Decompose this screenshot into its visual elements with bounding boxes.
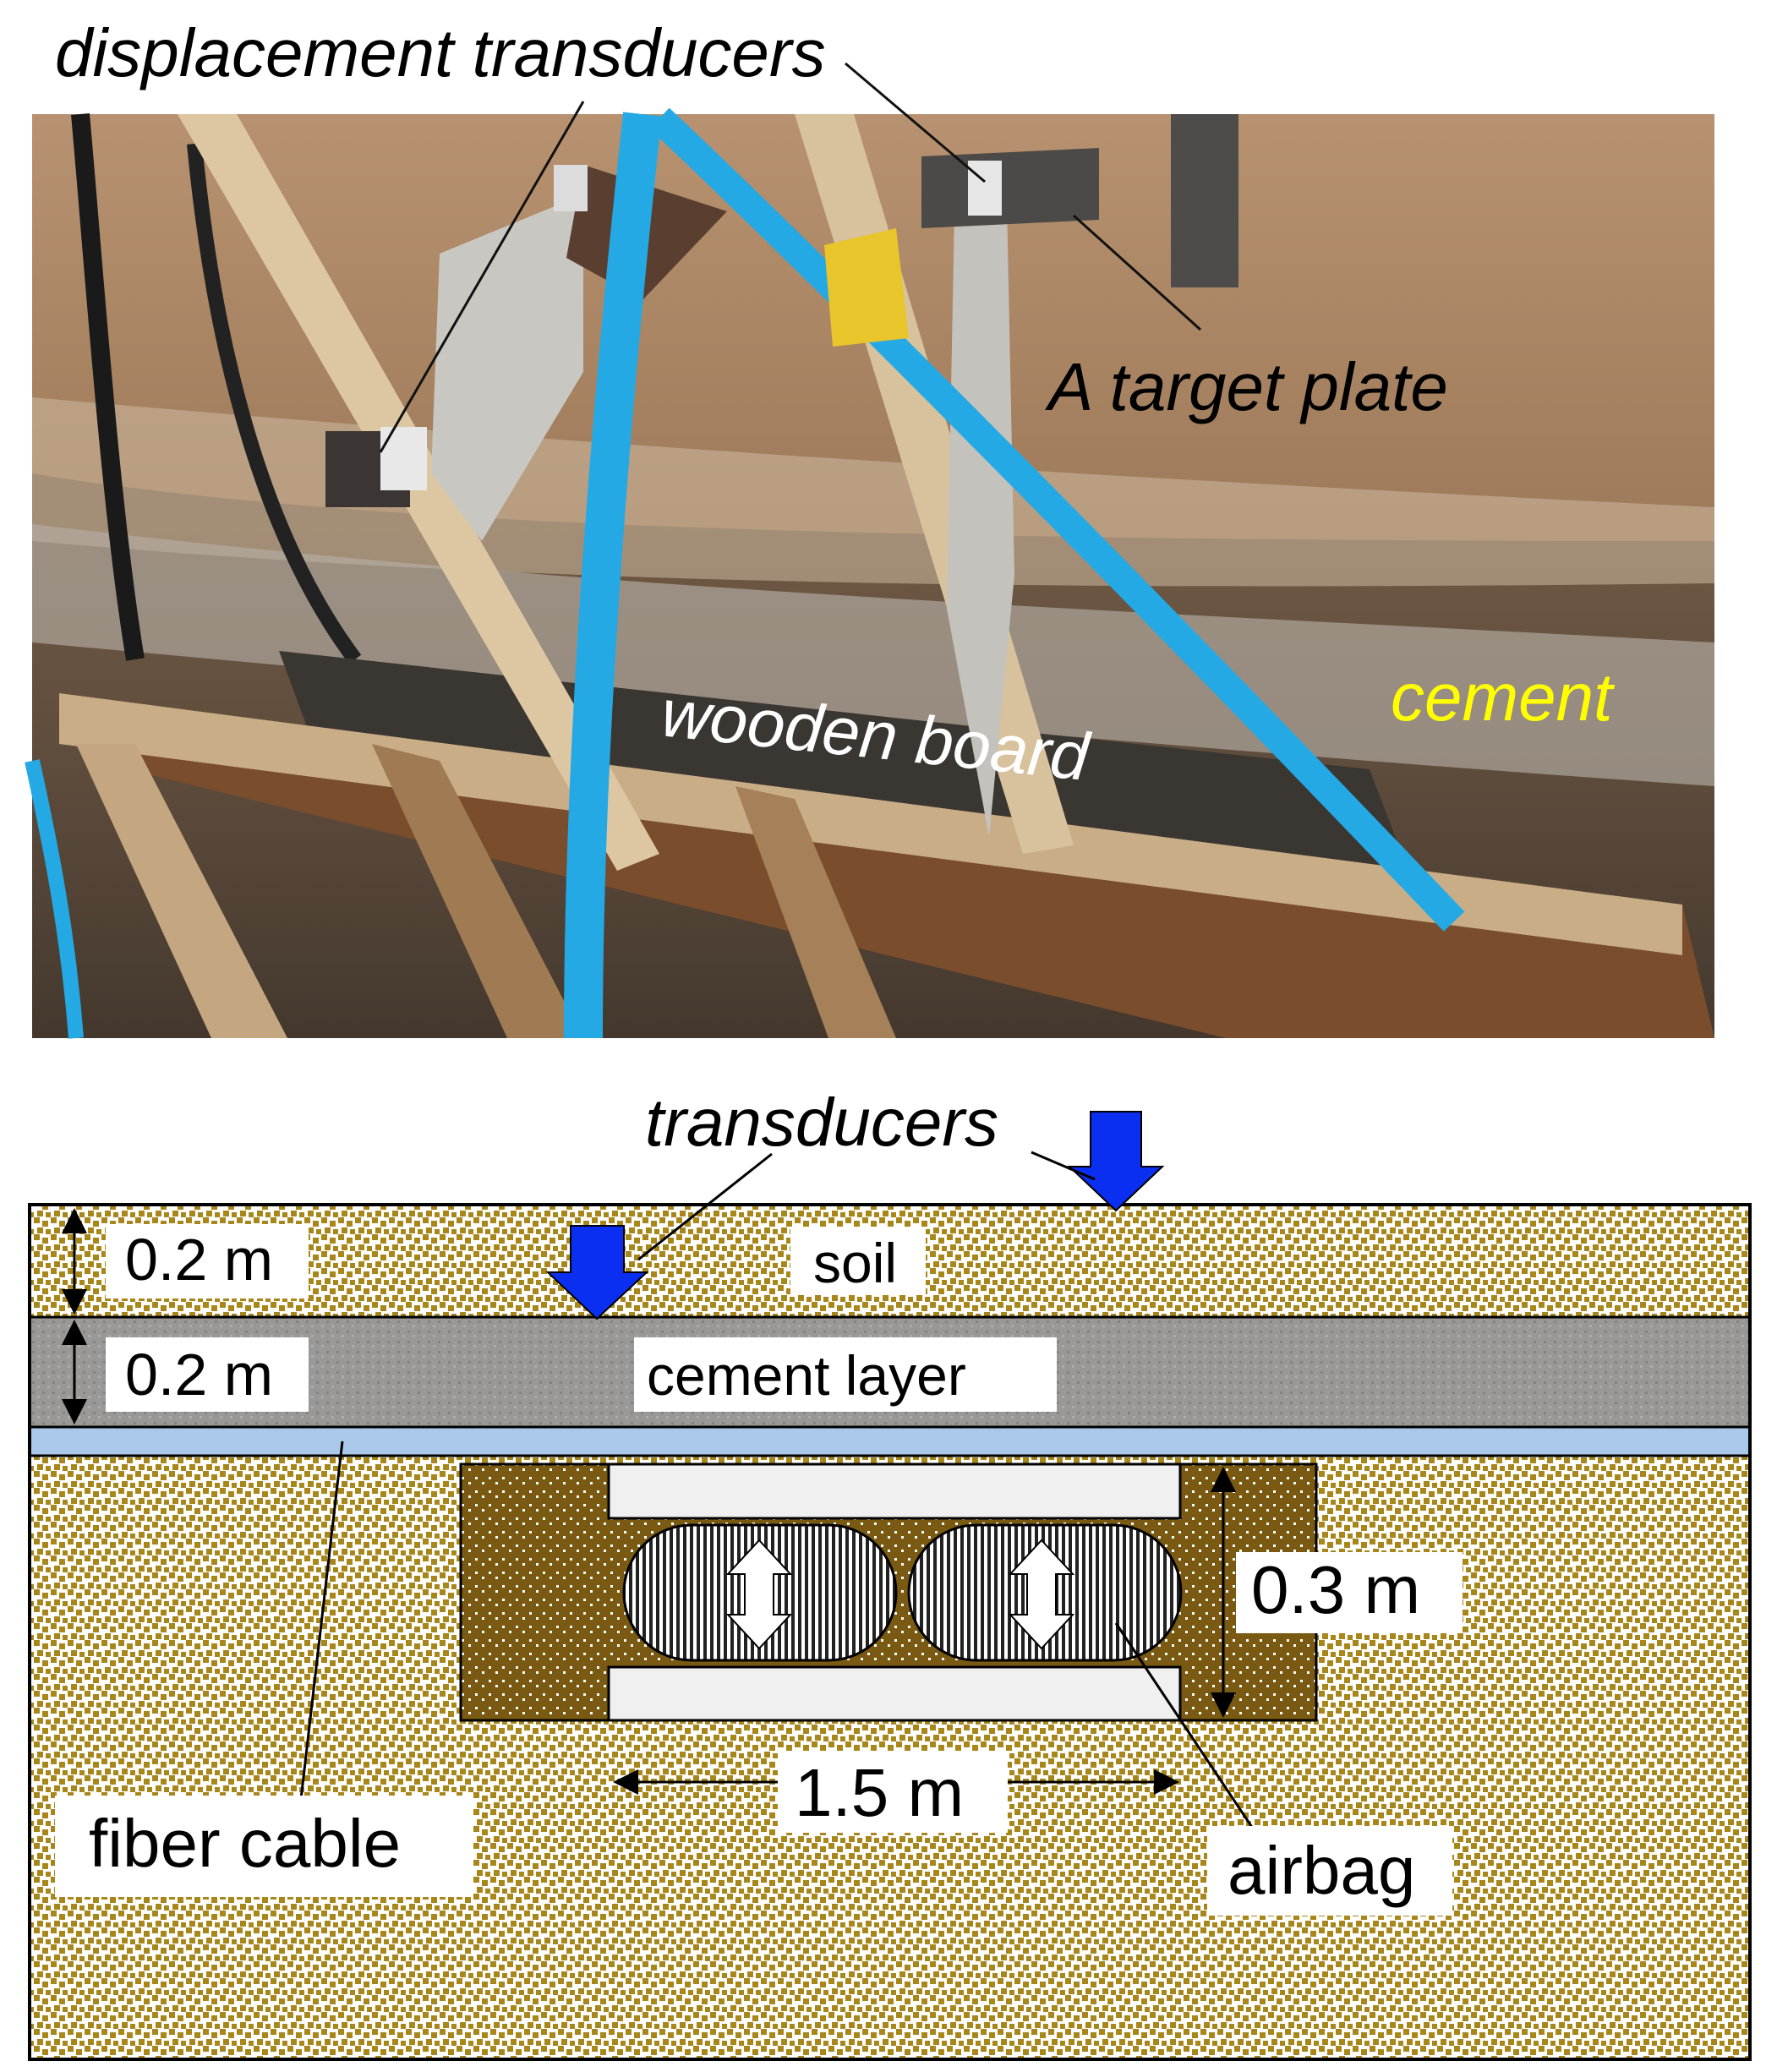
soil-thickness-label: 0.2 m (125, 1227, 273, 1293)
airbag-height-label: 0.3 m (1251, 1552, 1420, 1627)
displacement-transducers-label: displacement transducers (55, 15, 826, 90)
transducers-label: transducers (645, 1085, 998, 1160)
upper-plate (607, 1462, 1182, 1520)
cement-layer-label: cement layer (647, 1344, 966, 1407)
cement-thickness-label: 0.2 m (125, 1342, 273, 1408)
schematic-diagram (28, 1111, 1752, 2061)
field-photo (25, 62, 1714, 1039)
target-plate-label: A target plate (1045, 349, 1448, 424)
fiber-cable-band (28, 1425, 1752, 1457)
airbag-span-label: 1.5 m (795, 1755, 964, 1830)
expansion-arrow-right (1008, 1539, 1075, 1650)
transducer-arrow-cement (545, 1225, 649, 1320)
transducer-arrow-surface (1067, 1111, 1165, 1212)
expansion-arrow-left (725, 1539, 793, 1650)
cement-label: cement (1391, 659, 1615, 735)
lower-plate (607, 1665, 1182, 1722)
soil-label: soil (813, 1232, 897, 1294)
airbag-label: airbag (1227, 1833, 1415, 1908)
fiber-cable-label: fiber cable (89, 1806, 401, 1881)
